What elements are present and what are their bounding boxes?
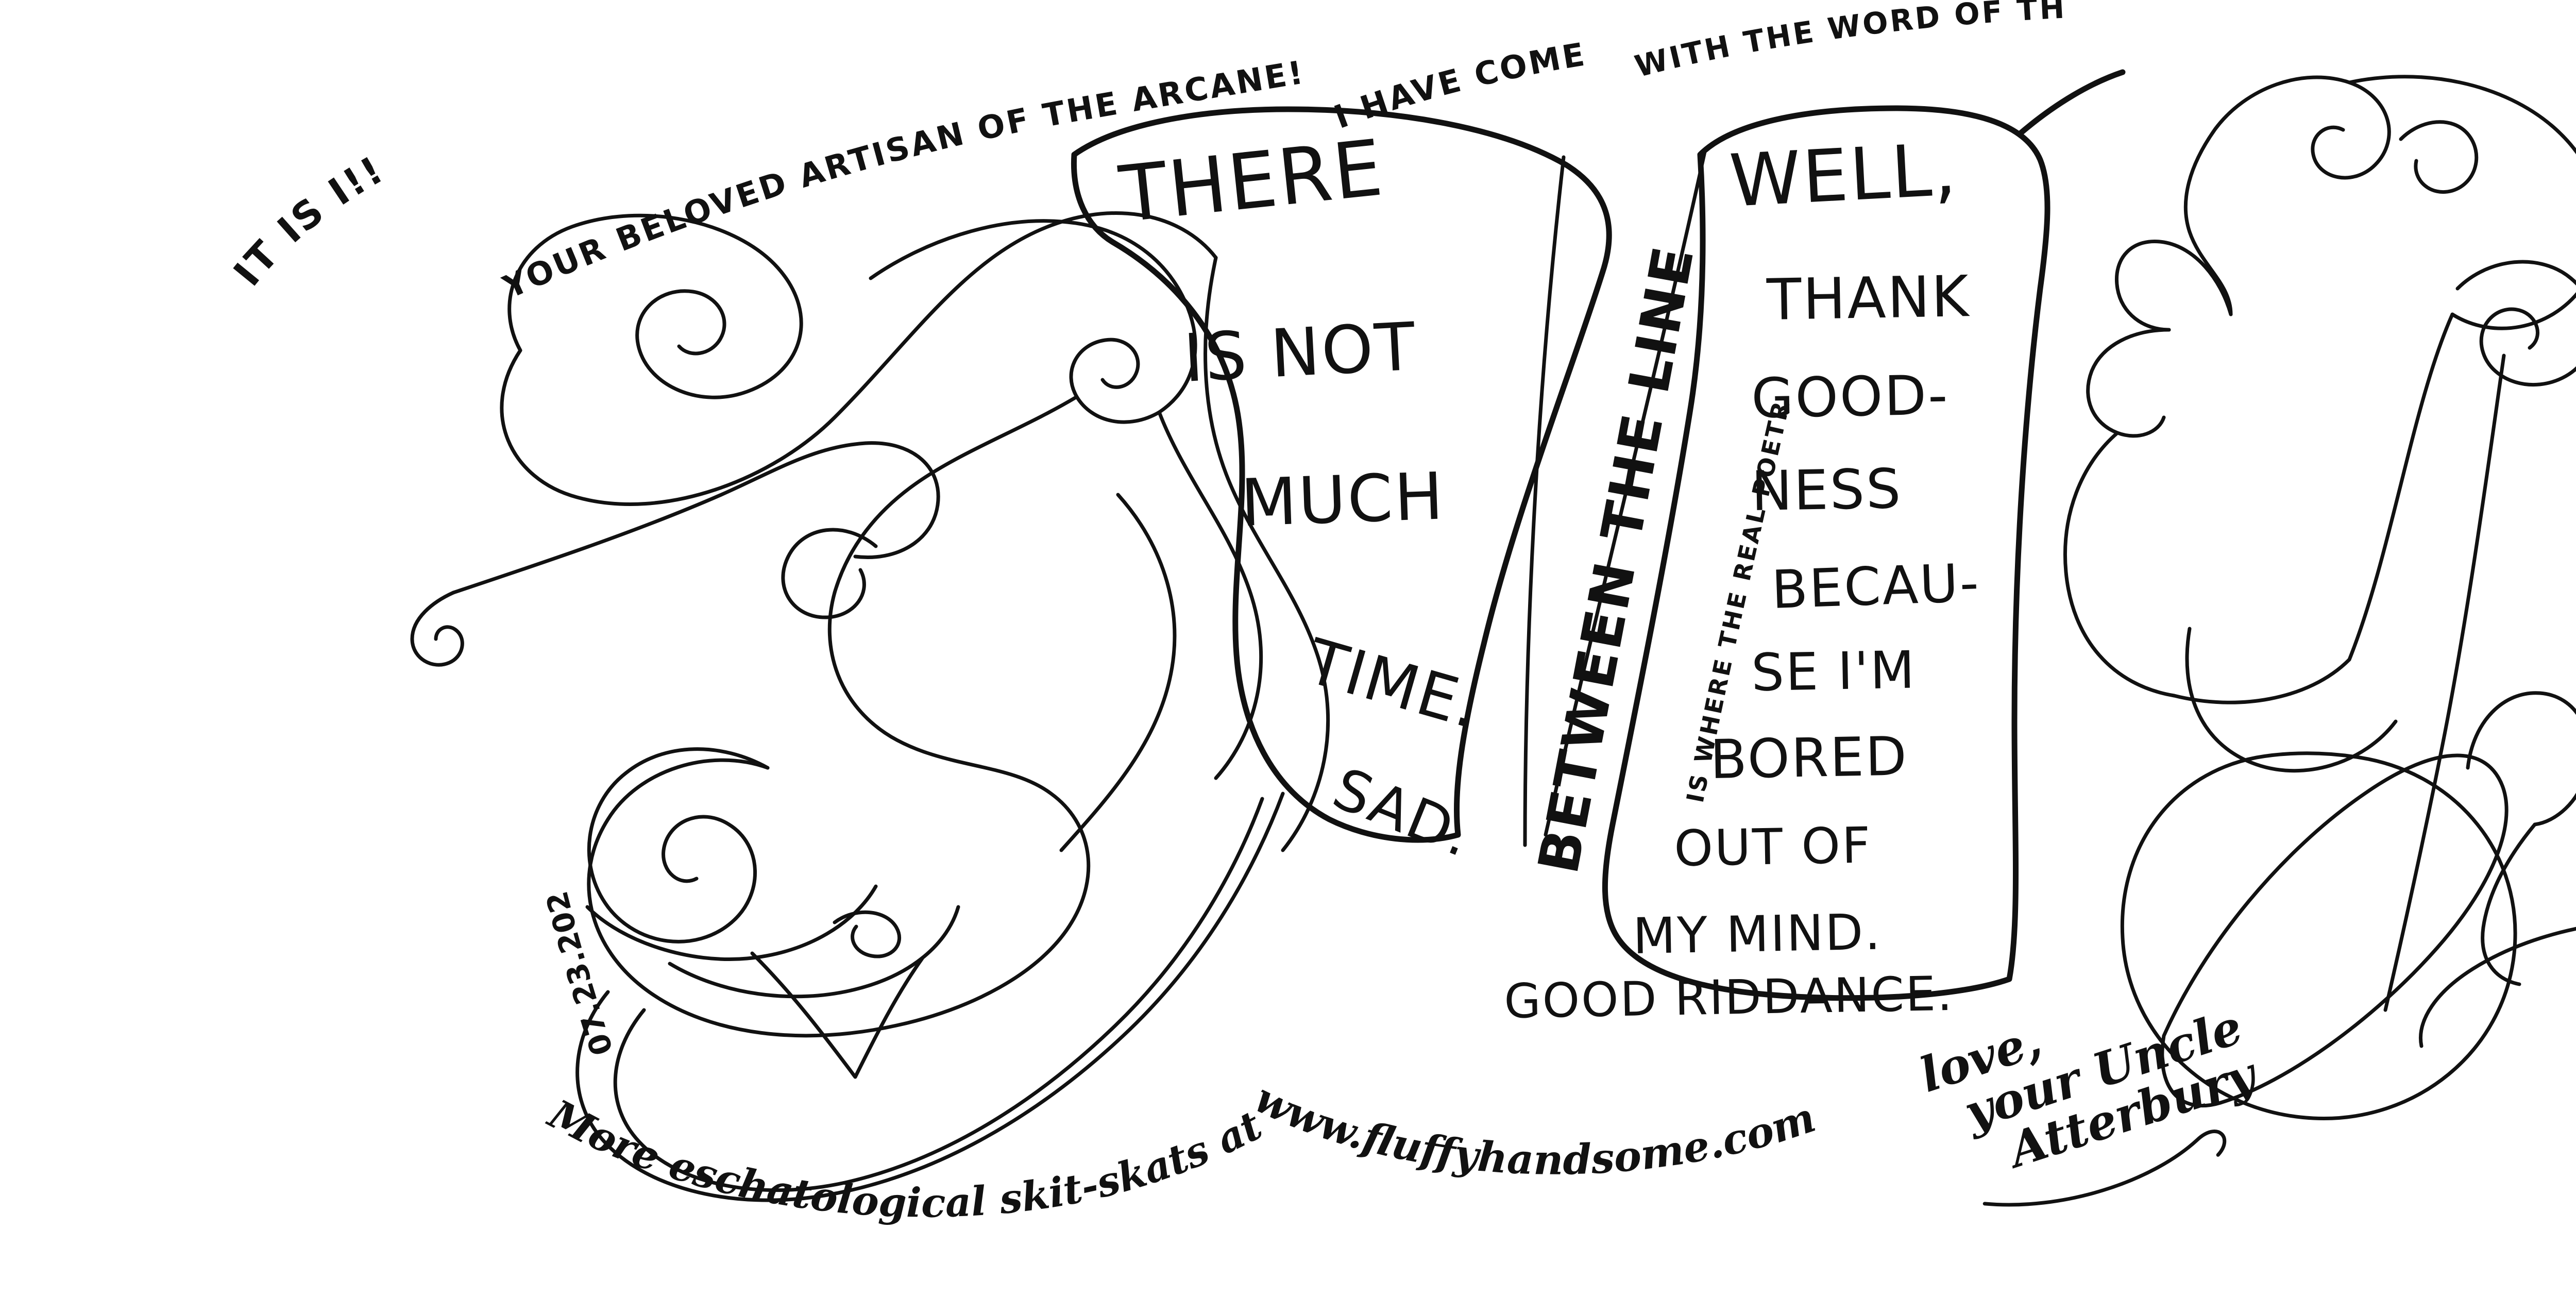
spine-divider xyxy=(1523,147,1707,847)
footer-date: 07.23.2022 xyxy=(0,0,620,1059)
bubble-right-line-9: MY MIND. xyxy=(1632,903,1882,965)
footer-promo: More eschatological skit-skats at xyxy=(540,1090,1269,1227)
bubble-right-line-5: BECAU- xyxy=(1771,552,1981,621)
speech-bubble-left xyxy=(1071,106,1612,843)
signature: love, your Uncle Atterbury xyxy=(1913,999,2265,1207)
bubble-left-line-3: MUCH xyxy=(1240,458,1446,541)
bubble-right-line-6: SE I'M xyxy=(1751,639,1917,703)
banner-headline: WITH THE WORD OF THE AGE: xyxy=(0,0,2067,84)
bubble-right-line-10: GOOD RIDDANCE. xyxy=(1504,966,1954,1029)
splayed-hand xyxy=(2419,691,2576,1048)
squiggle-creature-center xyxy=(1059,256,1330,852)
bubble-right-line-8: OUT OF xyxy=(1673,816,1872,878)
spine-big-text: BETWEEN THE LINES xyxy=(0,0,1707,879)
bubble-right-line-2: THANK xyxy=(1766,263,1971,333)
bubble-left-line-1: THERE xyxy=(1115,123,1388,240)
bubble-right-line-4: NESS xyxy=(1751,457,1903,523)
bubble-left-line-2: IS NOT xyxy=(1182,308,1419,397)
banner-exclaim: IT IS I!!! xyxy=(0,0,392,294)
bubble-right-text: WELL, THANK GOOD- NESS BECAU- SE I'M BOR… xyxy=(1504,128,1981,1029)
footer-url[interactable]: www.fluffyhandsome.com xyxy=(1247,1073,1821,1184)
bubble-left-text: THERE IS NOT MUCH TIME. SAD. xyxy=(1115,123,1488,870)
speech-bubble-right xyxy=(1602,69,2126,1001)
bubble-right-line-1: WELL, xyxy=(1727,128,1959,224)
squiggle-creature-left xyxy=(410,211,1285,1202)
squiggle-creature-right xyxy=(2063,75,2576,1012)
banner-continuation: I HAVE COME xyxy=(1329,35,1589,136)
oval-balloon xyxy=(2120,627,2517,1120)
bubble-right-line-3: GOOD- xyxy=(1751,363,1950,430)
bubble-right-line-7: BORED xyxy=(1709,725,1909,791)
